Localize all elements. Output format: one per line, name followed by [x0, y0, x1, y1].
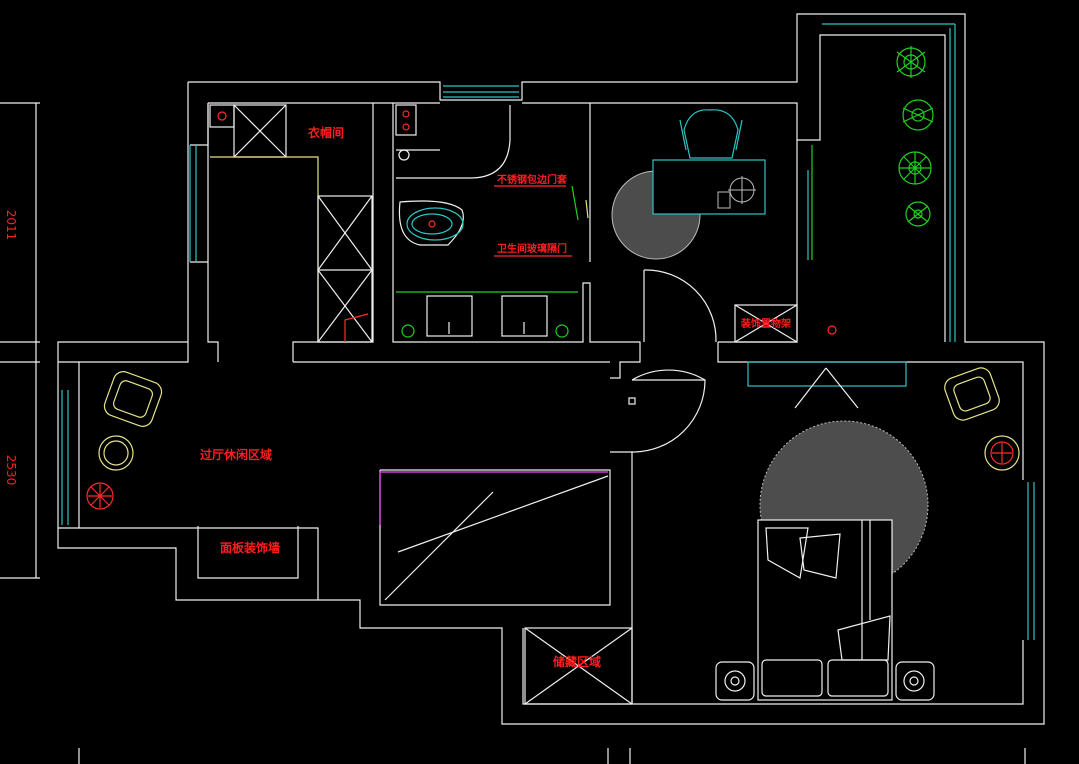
- label-cloakroom: 衣帽间: [308, 125, 344, 140]
- windows: [61, 23, 1035, 640]
- label-storage: 储藏区域: [553, 654, 601, 669]
- label-wall-decor: 面板装饰墙: [220, 540, 280, 555]
- bedroom: [715, 367, 1020, 701]
- label-lounge: 过厅休闲区域: [200, 447, 272, 462]
- label-glass-door: 不锈钢包边门套: [497, 173, 568, 186]
- storage-cabinet: [524, 627, 633, 705]
- label-sanitary-glass: 卫生间玻璃隔门: [497, 242, 567, 255]
- lounge-furniture: [86, 371, 163, 510]
- outer-walls: [57, 13, 1045, 725]
- bottom-dimension-ticks: [78, 748, 1026, 764]
- door-swings: [628, 269, 859, 453]
- dimension-left-top: 2011: [4, 210, 18, 241]
- balcony-plants: [827, 46, 934, 335]
- storage-wall-outline: [379, 471, 609, 601]
- label-decor-shelf: 装饰置物架: [740, 317, 791, 330]
- dimension-left-bottom: 2530: [4, 455, 18, 486]
- study-room: [611, 109, 813, 343]
- left-dimension-lines: [0, 102, 40, 579]
- cloakroom: [209, 104, 373, 343]
- bathroom: [395, 104, 589, 338]
